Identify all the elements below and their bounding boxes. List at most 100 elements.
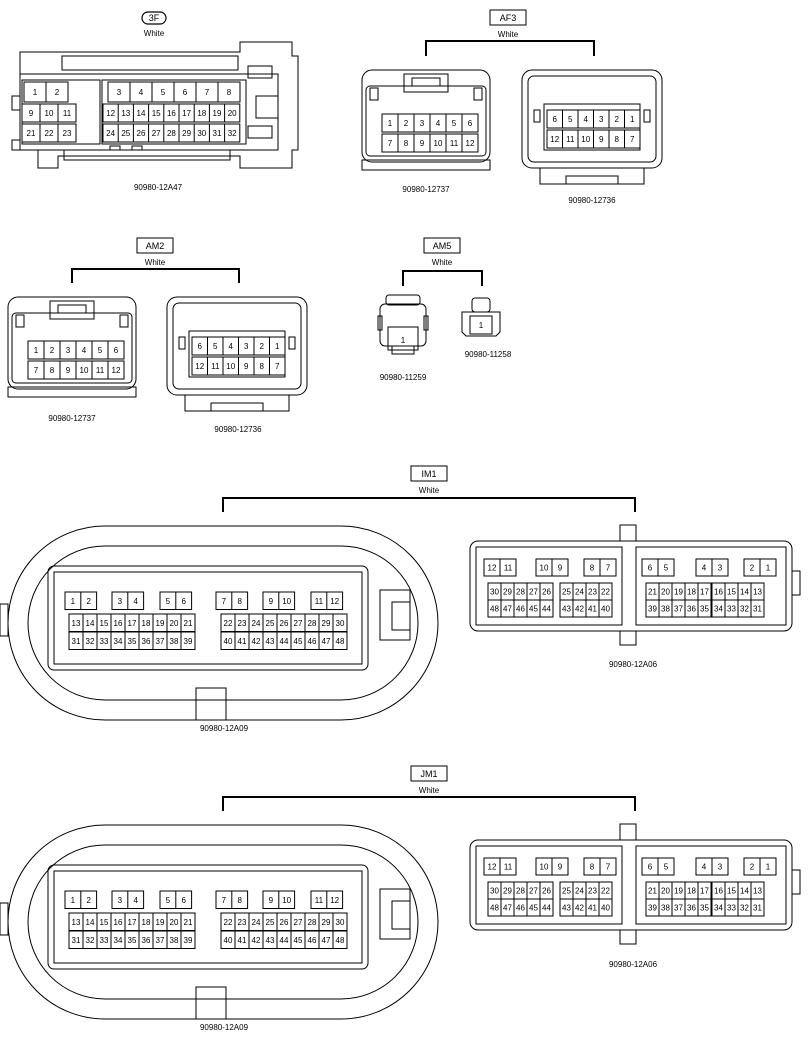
part-am5-b: 90980-11258 [465, 350, 512, 359]
p12a09-pin-8: 8 [237, 896, 242, 905]
p12a09-pin-43: 43 [266, 637, 275, 646]
p12737-pin-8: 8 [50, 366, 55, 375]
p12a09-pin-10: 10 [282, 597, 291, 606]
p12a06-pin-13: 13 [753, 588, 762, 597]
p12a09-pin-28: 28 [308, 619, 317, 628]
p12a09-pin-25: 25 [266, 918, 275, 927]
p12a06-pin-15: 15 [727, 887, 736, 896]
p12a09-pin-8: 8 [237, 597, 242, 606]
tag-jm1-frame [410, 765, 448, 782]
p12a09-pin-20: 20 [170, 619, 179, 628]
p12a06-pin-23: 23 [588, 588, 597, 597]
p12a09-pin-23: 23 [238, 619, 247, 628]
c3f-pin-28: 28 [167, 129, 176, 138]
p12736-pin-2: 2 [260, 342, 265, 351]
c3f-pin-22: 22 [45, 129, 54, 138]
p12a09-pin-15: 15 [100, 619, 109, 628]
c3f-pin-13: 13 [121, 109, 130, 118]
p12a06-pin-17: 17 [700, 588, 709, 597]
p12a06-pin-11: 11 [504, 863, 513, 872]
c3f-pin-2: 2 [55, 88, 60, 97]
p12a06-pin-8: 8 [590, 863, 595, 872]
p12737-pin-2: 2 [50, 346, 55, 355]
pin-am5-b-1: 1 [479, 321, 484, 330]
tag-am2-frame [136, 237, 174, 254]
c3f-pin-31: 31 [213, 129, 222, 138]
c3f-pin-7: 7 [205, 88, 210, 97]
p12a09-pin-29: 29 [322, 918, 331, 927]
part-3f: 90980-12A47 [134, 183, 183, 192]
p12a06-pin-25: 25 [562, 887, 571, 896]
p12736-pin-3: 3 [244, 342, 249, 351]
c3f-pin-4: 4 [139, 88, 144, 97]
color-im1: White [419, 486, 440, 495]
p12a06-pin-41: 41 [588, 904, 597, 913]
p12a09-pin-3: 3 [118, 896, 123, 905]
p12a06-pin-36: 36 [687, 605, 696, 614]
c3f-pin-16: 16 [167, 109, 176, 118]
group-am5: AM5 White 1 1 90980-11259 90980-11258 [377, 237, 512, 382]
p12a06-pin-30: 30 [490, 588, 499, 597]
p12a06-pin-21: 21 [648, 588, 657, 597]
p12736-pin-4: 4 [584, 115, 589, 124]
p12a09-pin-24: 24 [252, 918, 261, 927]
p12a06-pin-47: 47 [503, 904, 512, 913]
p12a09-pin-27: 27 [294, 918, 303, 927]
c3f-pin-14: 14 [137, 109, 146, 118]
tag-jm1: JM1 [420, 769, 437, 779]
p12a09-pin-22: 22 [224, 619, 233, 628]
p12a06-pin-35: 35 [700, 904, 709, 913]
p12a09-pin-41: 41 [238, 936, 247, 945]
p12a09-pin-2: 2 [86, 896, 91, 905]
p12a06-pin-22: 22 [601, 588, 610, 597]
p12737-pin-2: 2 [404, 119, 409, 128]
p12a06-pin-26: 26 [542, 588, 551, 597]
part-im1-b: 90980-12A06 [609, 660, 658, 669]
p12a09-pin-46: 46 [308, 637, 317, 646]
p12a06-pin-3: 3 [718, 564, 723, 573]
p12a06-pin-6: 6 [648, 863, 653, 872]
tag-im1: IM1 [421, 469, 436, 479]
p12a06-pin-14: 14 [740, 588, 749, 597]
p12a09-pin-26: 26 [280, 918, 289, 927]
p12a06-pin-29: 29 [503, 588, 512, 597]
p12736-pin-12: 12 [550, 135, 559, 144]
color-am2: White [145, 258, 166, 267]
p12a09-pin-35: 35 [128, 936, 137, 945]
tag-im1-frame [410, 465, 448, 482]
p12a09-pin-48: 48 [336, 637, 345, 646]
p12a09-pin-44: 44 [280, 637, 289, 646]
p12a06-pin-34: 34 [714, 605, 723, 614]
p12a09-pin-34: 34 [114, 936, 123, 945]
p12a06-pin-10: 10 [540, 564, 549, 573]
c3f-pin-11: 11 [63, 109, 72, 118]
p12a09-pin-40: 40 [224, 936, 233, 945]
